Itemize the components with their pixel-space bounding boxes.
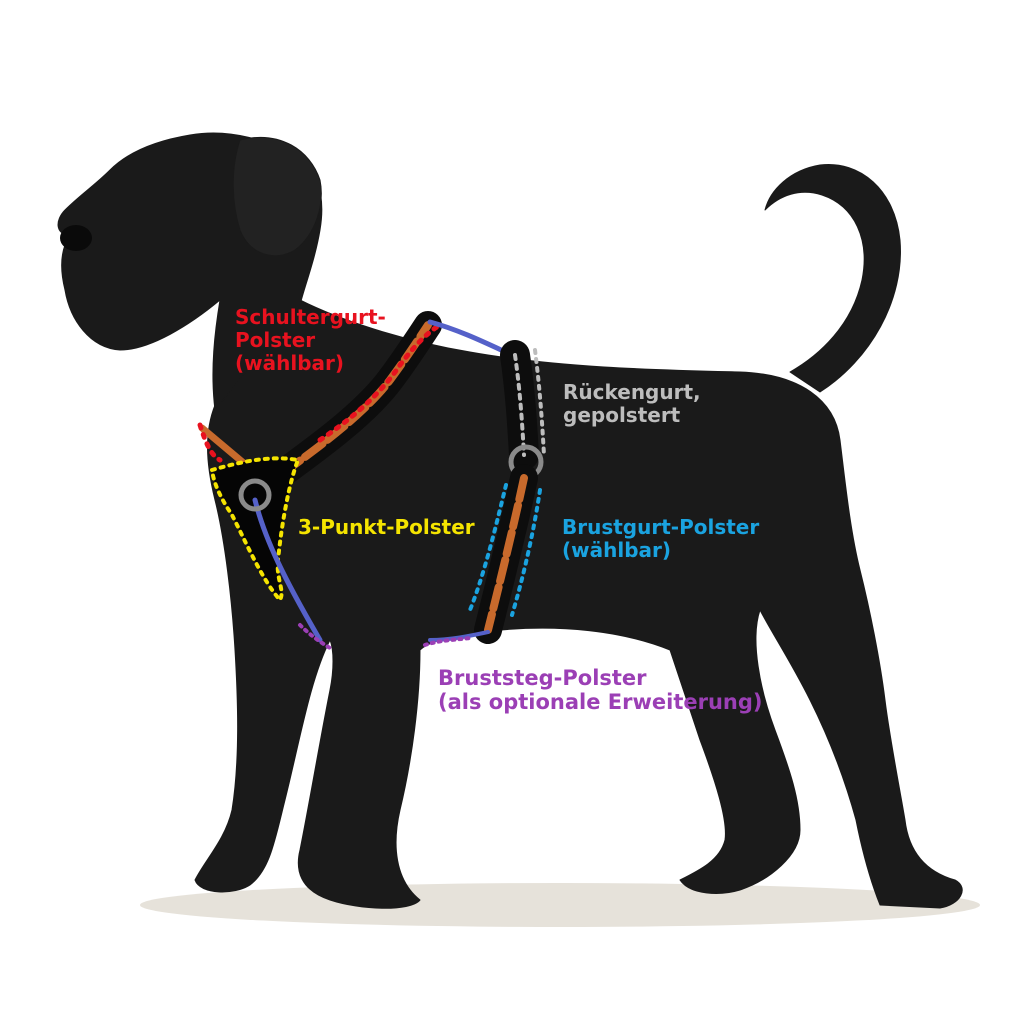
label-line: Rückengurt, xyxy=(563,380,701,404)
label-line: Schultergurt- xyxy=(235,305,386,329)
shoulder-strap-pad-label: Schultergurt- Polster (wählbar) xyxy=(235,306,386,375)
label-line: gepolstert xyxy=(563,403,681,427)
label-line: Brustgurt-Polster xyxy=(562,515,760,539)
three-point-pad xyxy=(209,456,332,650)
dog-ear xyxy=(232,136,322,257)
label-line: (als optionale Erweiterung) xyxy=(438,690,763,714)
chest-strap-pad-label: Brustgurt-Polster (wählbar) xyxy=(562,516,759,562)
label-line: (wählbar) xyxy=(235,351,345,375)
label-line: Bruststeg-Polster xyxy=(438,666,647,690)
label-line: 3-Punkt-Polster xyxy=(298,515,475,539)
back-strap xyxy=(427,319,546,470)
chest-strap xyxy=(423,464,542,647)
ground-shadow xyxy=(140,883,980,927)
three-point-pad-label: 3-Punkt-Polster xyxy=(298,516,475,539)
dog-silhouette xyxy=(57,132,963,909)
back-strap-label: Rückengurt, gepolstert xyxy=(563,381,701,427)
dog-tail xyxy=(764,163,901,393)
label-line: (wählbar) xyxy=(562,538,672,562)
dog-body xyxy=(194,299,963,909)
front-ring xyxy=(238,478,272,512)
dog-nose xyxy=(60,225,92,251)
label-line: Polster xyxy=(235,328,316,352)
sternum-pad-label: Bruststeg-Polster (als optionale Erweite… xyxy=(438,666,763,714)
